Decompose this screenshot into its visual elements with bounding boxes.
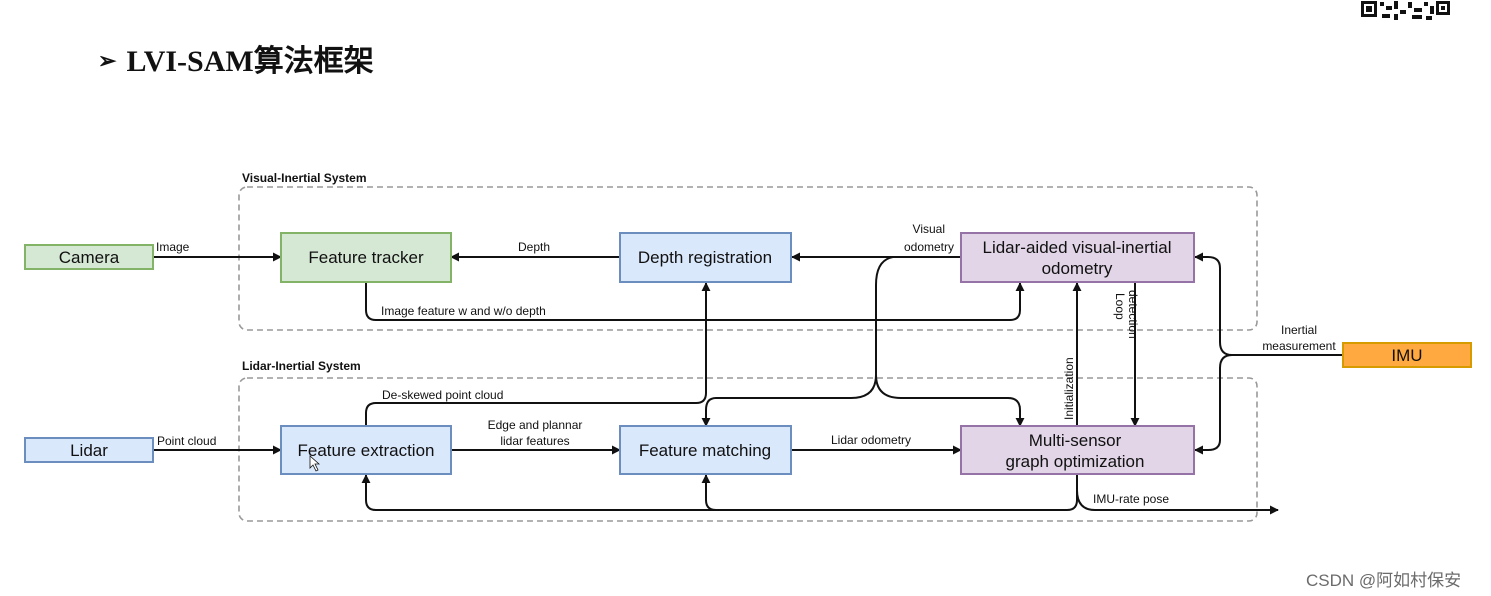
- label-edge-features-2: lidar features: [500, 434, 569, 448]
- label-imu-rate-pose: IMU-rate pose: [1093, 492, 1169, 506]
- visual-inertial-group-label: Visual-Inertial System: [242, 171, 367, 185]
- edge-mso-feedback-matching: [701, 474, 717, 511]
- slide-title: ➢ LVI-SAM算法框架: [98, 36, 374, 80]
- feature-tracker-label: Feature tracker: [308, 248, 424, 267]
- camera-label: Camera: [59, 248, 120, 267]
- feature-matching-node: Feature matching: [619, 425, 792, 475]
- depth-registration-label: Depth registration: [638, 248, 772, 267]
- label-visual-odometry-2: odometry: [904, 240, 954, 254]
- edge-vo-to-mso: [875, 374, 1025, 427]
- label-loop-detection-2: detection: [1126, 290, 1140, 339]
- edge-mso-feedback-extraction: [361, 474, 1078, 511]
- vio-label-line1: Lidar-aided visual-inertial: [983, 238, 1172, 257]
- label-edge-features-1: Edge and plannar: [488, 418, 583, 432]
- visual-inertial-group: [238, 186, 1258, 331]
- edge-image-feature: [365, 282, 1025, 321]
- mso-label-line1: Multi-sensor: [1029, 431, 1122, 450]
- label-image-feature: Image feature w and w/o depth: [381, 304, 546, 318]
- label-inertial-2: measurement: [1262, 339, 1336, 353]
- label-inertial-1: Inertial: [1281, 323, 1317, 337]
- edge-deskewed: [365, 282, 711, 426]
- label-loop-detection-1: Loop: [1113, 293, 1127, 320]
- feature-extraction-label: Feature extraction: [297, 441, 434, 460]
- multi-sensor-graph-optimization-node: Multi-sensor graph optimization: [960, 425, 1195, 475]
- qr-code-icon: [1360, 0, 1452, 22]
- label-point-cloud: Point cloud: [157, 434, 216, 448]
- label-depth: Depth: [518, 240, 550, 254]
- imu-node: IMU: [1342, 342, 1472, 368]
- imu-label: IMU: [1391, 346, 1422, 365]
- slide-title-text: LVI-SAM算法框架: [126, 45, 374, 78]
- label-image: Image: [156, 240, 190, 254]
- lidar-label: Lidar: [70, 441, 108, 460]
- edge-imu-to-vio: [1194, 252, 1233, 356]
- mso-label-line2: graph optimization: [1006, 452, 1145, 471]
- watermark: CSDN @阿如村保安: [1306, 571, 1462, 590]
- label-visual-odometry-1: Visual: [913, 222, 945, 236]
- label-initialization: Initialization: [1062, 357, 1076, 420]
- lidar-node: Lidar: [24, 437, 154, 463]
- bullet-arrow-icon: ➢: [98, 48, 117, 73]
- mouse-cursor-icon: [309, 455, 321, 472]
- edge-imu-to-mso: [1194, 354, 1233, 455]
- feature-tracker-node: Feature tracker: [280, 232, 452, 283]
- visual-inertial-odometry-node: Lidar-aided visual-inertial odometry: [960, 232, 1195, 283]
- camera-node: Camera: [24, 244, 154, 270]
- depth-registration-node: Depth registration: [619, 232, 792, 283]
- label-deskewed: De-skewed point cloud: [382, 388, 503, 402]
- vio-label-line2: odometry: [1042, 259, 1113, 278]
- edge-vo-to-feature-matching: [701, 256, 894, 427]
- feature-matching-label: Feature matching: [639, 441, 771, 460]
- lidar-inertial-group-label: Lidar-Inertial System: [242, 359, 361, 373]
- edge-imu-rate-pose: [1076, 489, 1279, 515]
- feature-extraction-node: Feature extraction: [280, 425, 452, 475]
- label-lidar-odometry: Lidar odometry: [831, 433, 911, 447]
